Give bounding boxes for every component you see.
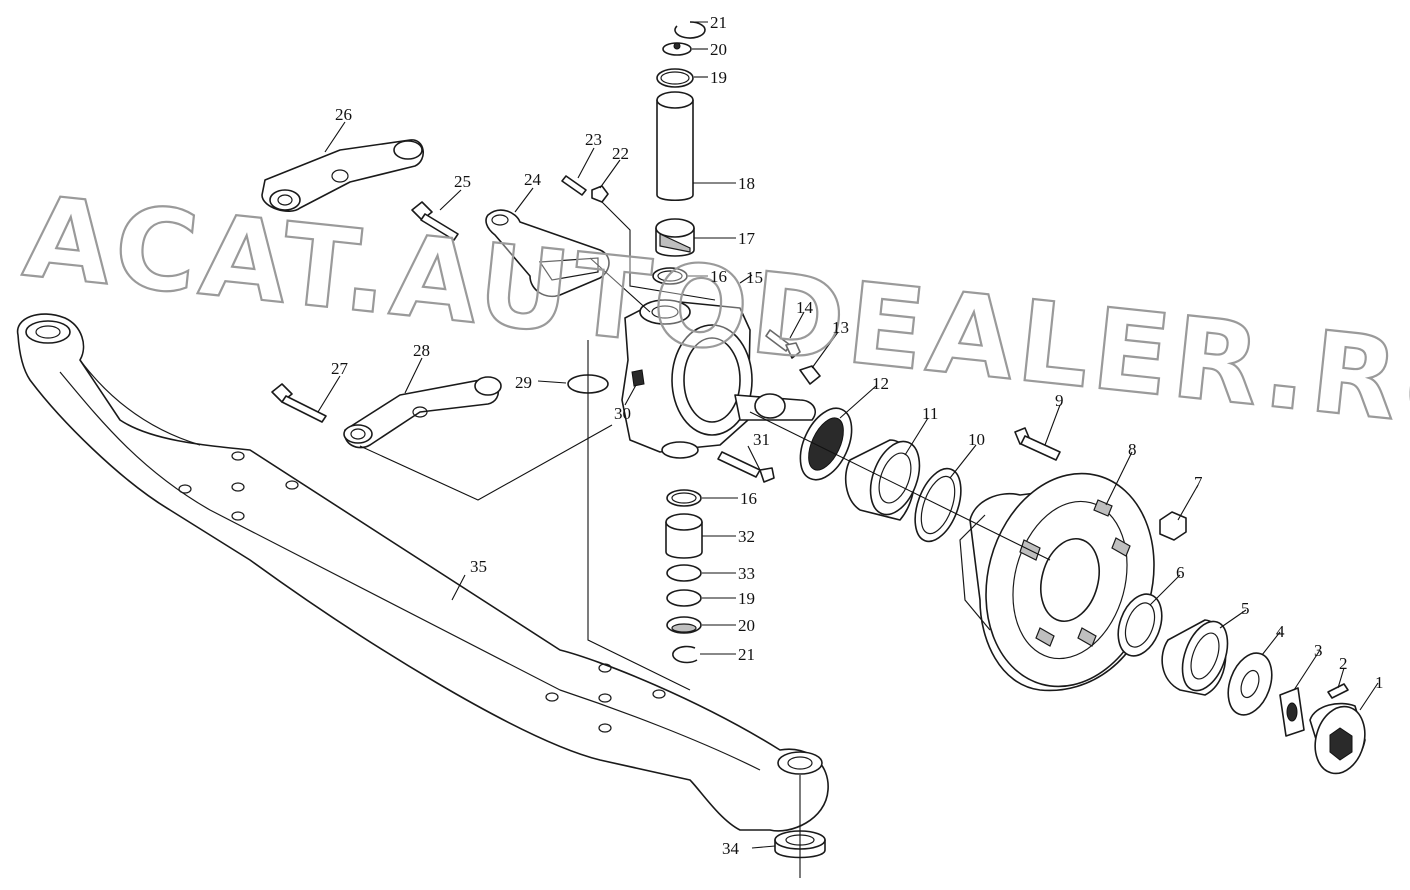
callout-26: 26	[335, 105, 352, 124]
callout-16-top: 16	[710, 267, 727, 286]
bolt-14	[765, 329, 801, 359]
callout-8: 8	[1128, 440, 1137, 459]
callout-4: 4	[1276, 622, 1285, 641]
callout-labels: 1 2 3 4 5 6 7 8 9 10 11 12 13 14 15 16 1…	[331, 13, 1384, 858]
callout-22: 22	[612, 144, 629, 163]
callout-20-bottom: 20	[738, 616, 755, 635]
steering-knuckle	[621, 299, 816, 459]
callout-23: 23	[585, 130, 602, 149]
callout-7: 7	[1194, 473, 1203, 492]
lock-plate-3	[1279, 687, 1305, 737]
callout-30: 30	[614, 404, 631, 423]
callout-17: 17	[738, 229, 756, 248]
callout-14: 14	[796, 298, 814, 317]
callout-28: 28	[413, 341, 430, 360]
bolt-25	[411, 201, 459, 241]
steering-arm-28	[343, 376, 502, 449]
callout-33: 33	[738, 564, 755, 583]
callout-12: 12	[872, 374, 889, 393]
nut-22	[591, 185, 609, 203]
callout-3: 3	[1314, 641, 1323, 660]
callout-16-bottom: 16	[740, 489, 757, 508]
bolt-27	[271, 383, 327, 423]
callout-18: 18	[738, 174, 755, 193]
seal-12	[799, 407, 853, 481]
kingpin-top-stack	[652, 21, 706, 285]
steering-arm-26	[261, 139, 424, 212]
callout-15: 15	[746, 268, 763, 287]
callout-35: 35	[470, 557, 487, 576]
bearing-5	[1161, 619, 1229, 696]
washer-4	[1227, 652, 1273, 716]
callout-19-top: 19	[710, 68, 727, 87]
callout-10: 10	[968, 430, 985, 449]
callout-1: 1	[1375, 673, 1384, 692]
callout-31: 31	[753, 430, 770, 449]
assembly-lines	[359, 201, 1051, 878]
callout-13: 13	[832, 318, 849, 337]
steering-arm-24	[485, 209, 610, 297]
callout-21-bottom: 21	[738, 645, 755, 664]
bolt-23	[561, 175, 587, 196]
callout-leaders	[317, 21, 1379, 849]
wheel-hub-8	[959, 472, 1155, 692]
callout-25: 25	[454, 172, 471, 191]
callout-21-top: 21	[710, 13, 727, 32]
callout-27: 27	[331, 359, 349, 378]
callout-29: 29	[515, 373, 532, 392]
callout-9: 9	[1055, 391, 1064, 410]
callout-2: 2	[1339, 654, 1348, 673]
bearing-11	[844, 439, 921, 521]
axle-beam	[16, 313, 829, 832]
callout-11: 11	[922, 404, 938, 423]
callout-34: 34	[722, 839, 740, 858]
bolt-13	[799, 365, 821, 385]
callout-19-bottom: 19	[738, 589, 755, 608]
hub-cap-1	[1309, 702, 1366, 775]
callout-6: 6	[1176, 563, 1185, 582]
bolt-31	[717, 451, 775, 483]
kingpin-bottom-stack	[665, 489, 703, 664]
bolt-9	[1014, 427, 1061, 461]
plug-30	[631, 369, 645, 387]
callout-24: 24	[524, 170, 542, 189]
callout-32: 32	[738, 527, 755, 546]
nut-7	[1159, 511, 1187, 541]
callout-5: 5	[1241, 599, 1250, 618]
seal-6	[1117, 593, 1163, 657]
callout-20-top: 20	[710, 40, 727, 59]
